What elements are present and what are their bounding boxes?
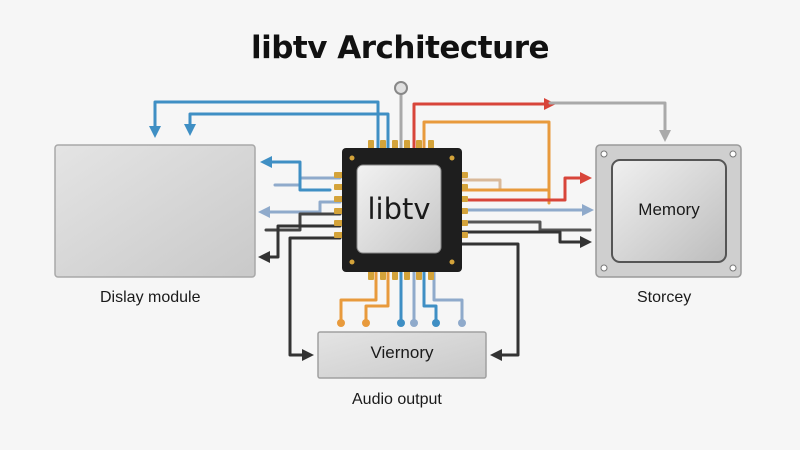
line-dark-right-2 <box>460 230 592 248</box>
line-orange-bottom-1 <box>339 270 378 324</box>
dot-blue-3 <box>432 319 440 327</box>
display-module-caption: Dislay module <box>100 289 201 306</box>
line-lblue-bottom-4 <box>432 270 464 324</box>
line-dark-right-down <box>460 242 520 361</box>
memory-screw-tr <box>729 150 737 158</box>
memory-screw-tl <box>600 150 608 158</box>
memory-caption: Storcey <box>637 289 692 306</box>
line-blue-top-to-display-2 <box>184 112 390 150</box>
dot-orange-1 <box>337 319 345 327</box>
line-dark-left-3 <box>258 224 342 263</box>
dot-blue-1 <box>397 319 405 327</box>
bottom-box-label: Viernory <box>370 343 434 362</box>
dot-orange-2 <box>362 319 370 327</box>
chip-label: libtv <box>367 192 431 226</box>
connection-lines <box>149 81 671 361</box>
bottom-box <box>317 331 487 379</box>
dot-blue-2 <box>410 319 418 327</box>
line-dark-left-2 <box>264 212 342 232</box>
line-red-right <box>460 172 592 202</box>
memory-screw-bl <box>600 264 608 272</box>
line-orange-bottom-2 <box>364 270 390 324</box>
line-blue-bottom-3 <box>422 270 438 324</box>
line-lblue-left-2 <box>258 200 342 218</box>
top-probe-cap <box>394 81 408 95</box>
line-gray-top-to-memory <box>548 101 671 142</box>
bottom-box-caption: Audio output <box>352 391 442 408</box>
memory-screw-br <box>729 264 737 272</box>
line-orange-top <box>422 120 551 205</box>
display-module-box <box>54 144 256 278</box>
line-red-top <box>412 98 556 150</box>
memory-label: Memory <box>638 200 700 219</box>
line-dark-left-arrow-1 <box>260 156 332 192</box>
memory-box <box>595 144 742 278</box>
dot-lblue-4 <box>458 319 466 327</box>
diagram-title: libtv Architecture <box>250 30 550 66</box>
bottom-line-dots <box>337 319 466 327</box>
line-lblue-left-1 <box>273 176 342 187</box>
line-blue-top-to-display <box>149 100 380 150</box>
libtv-chip <box>334 140 468 280</box>
chip-die <box>356 164 442 254</box>
line-dark-left-down <box>288 236 342 361</box>
line-dark-right-1 <box>460 220 592 232</box>
